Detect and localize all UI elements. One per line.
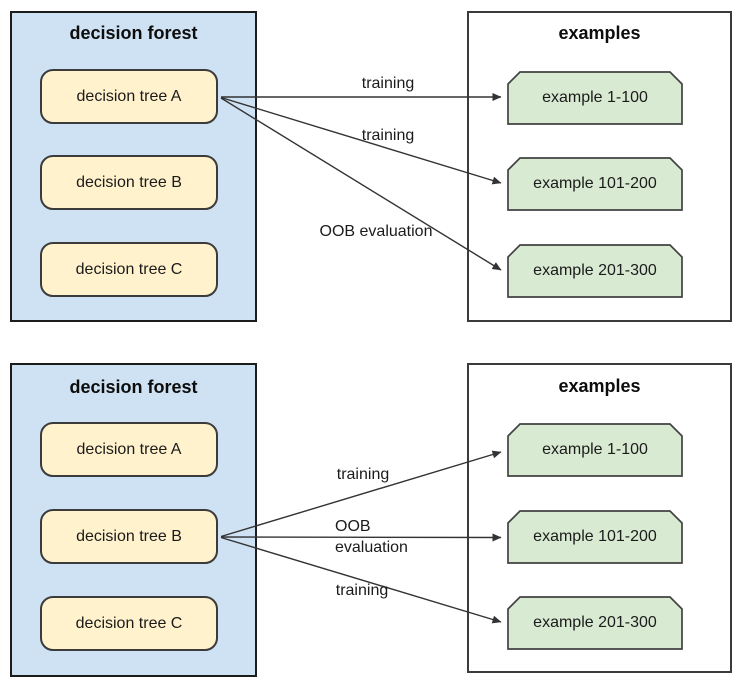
node-example-201-300-top: example 201-300 <box>507 244 683 298</box>
arrow-label-training-bottom-2: training <box>335 582 389 599</box>
beveled-card-shape <box>507 596 683 650</box>
node-label: example 201-300 <box>533 262 657 279</box>
arrow-label-training-top-2: training <box>361 127 415 144</box>
beveled-card-shape <box>507 510 683 564</box>
beveled-card-shape <box>507 71 683 125</box>
node-label: example 1-100 <box>542 441 648 458</box>
arrow-label-oob-evaluation-bottom: OOB evaluation <box>335 518 408 556</box>
node-decision-tree-a-bottom: decision tree A <box>40 422 218 477</box>
node-label: example 101-200 <box>533 175 657 192</box>
node-example-1-100-top: example 1-100 <box>507 71 683 125</box>
forest-title-top: decision forest <box>69 23 198 43</box>
node-example-101-200-bottom: example 101-200 <box>507 510 683 564</box>
node-decision-tree-c-bottom: decision tree C <box>40 596 218 651</box>
arrow-label-oob-evaluation-top: OOB evaluation <box>319 223 433 240</box>
arrow-label-training-top-1: training <box>361 75 415 92</box>
node-decision-tree-a-top: decision tree A <box>40 69 218 124</box>
node-example-1-100-bottom: example 1-100 <box>507 423 683 477</box>
node-label: decision tree A <box>76 87 182 105</box>
beveled-card-shape <box>507 423 683 477</box>
examples-title-top: examples <box>558 23 641 43</box>
node-decision-tree-c-top: decision tree C <box>40 242 218 297</box>
arrow-treeA-to-examples-201-300 <box>220 97 502 271</box>
node-label: decision tree C <box>75 260 183 278</box>
node-label: decision tree B <box>76 527 182 545</box>
node-label: decision tree B <box>76 173 182 191</box>
arrow-label-training-bottom-1: training <box>336 466 390 483</box>
beveled-card-shape <box>507 244 683 298</box>
node-example-101-200-top: example 101-200 <box>507 157 683 211</box>
node-decision-tree-b-top: decision tree B <box>40 155 218 210</box>
node-label: example 1-100 <box>542 89 648 106</box>
node-label: decision tree A <box>76 440 182 458</box>
node-label: example 101-200 <box>533 528 657 545</box>
node-label: example 201-300 <box>533 614 657 631</box>
node-label: decision tree C <box>75 614 183 632</box>
examples-title-bottom: examples <box>558 376 641 396</box>
node-decision-tree-b-bottom: decision tree B <box>40 509 218 564</box>
beveled-card-shape <box>507 157 683 211</box>
forest-title-bottom: decision forest <box>69 377 198 397</box>
node-example-201-300-bottom: example 201-300 <box>507 596 683 650</box>
